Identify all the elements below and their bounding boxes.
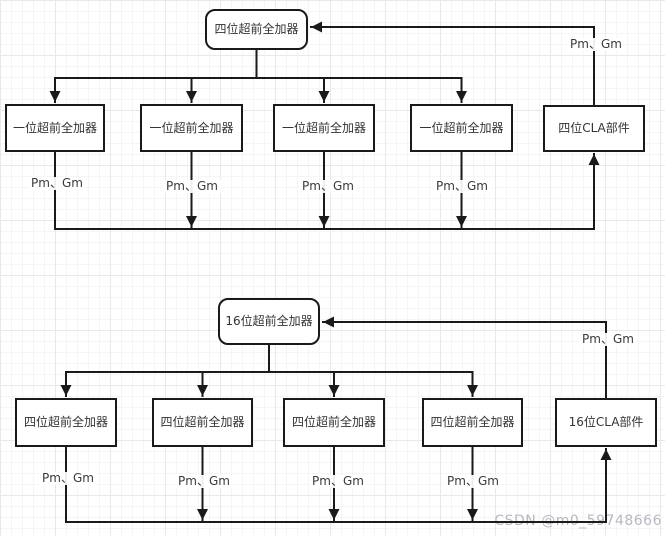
node-1bit-adder-3: 一位超前全加器	[273, 104, 375, 152]
node-16bit-adder-parent: 16位超前全加器	[218, 298, 320, 345]
node-4bit-adder-1: 四位超前全加器	[15, 398, 117, 447]
node-label: 一位超前全加器	[419, 120, 504, 135]
node-label: 四位超前全加器	[23, 415, 108, 430]
edge-label-pm-gm: Pm、Gm	[299, 180, 357, 193]
node-label: 四位超前全加器	[430, 415, 515, 430]
edge-label-pm-gm: Pm、Gm	[163, 180, 221, 193]
edge-label-pm-gm: Pm、Gm	[309, 475, 367, 488]
edge-label-pm-gm: Pm、Gm	[28, 177, 86, 190]
node-1bit-adder-1: 一位超前全加器	[5, 104, 105, 152]
edge-label-pm-gm: Pm、Gm	[175, 475, 233, 488]
node-label: 四位超前全加器	[160, 415, 245, 430]
node-1bit-adder-4: 一位超前全加器	[410, 104, 513, 152]
node-label: 一位超前全加器	[12, 120, 97, 135]
node-4bit-adder-4: 四位超前全加器	[422, 398, 523, 447]
edge-label-pm-gm: Pm、Gm	[433, 180, 491, 193]
node-4bit-cla: 四位CLA部件	[543, 105, 645, 152]
node-label: 16位CLA部件	[568, 415, 644, 430]
node-1bit-adder-2: 一位超前全加器	[140, 104, 243, 152]
node-16bit-cla: 16位CLA部件	[555, 398, 657, 447]
node-4bit-adder-parent: 四位超前全加器	[205, 9, 308, 50]
node-label: 一位超前全加器	[281, 120, 366, 135]
node-label: 四位超前全加器	[291, 415, 376, 430]
node-label: 四位CLA部件	[558, 121, 630, 136]
edge-label-pm-gm: Pm、Gm	[579, 333, 637, 346]
section1-distribution-wires	[49, 49, 467, 103]
section1-feedback-wire	[310, 21, 595, 106]
node-label: 四位超前全加器	[214, 22, 299, 37]
section2-distribution-wires	[60, 344, 478, 397]
node-label: 一位超前全加器	[149, 120, 234, 135]
node-4bit-adder-3: 四位超前全加器	[283, 398, 385, 447]
node-4bit-adder-2: 四位超前全加器	[152, 398, 253, 447]
section2-feedback-wire	[322, 316, 607, 399]
edge-label-pm-gm: Pm、Gm	[39, 472, 97, 485]
edge-label-pm-gm: Pm、Gm	[444, 475, 502, 488]
node-label: 16位超前全加器	[225, 314, 313, 329]
edge-label-pm-gm: Pm、Gm	[567, 38, 625, 51]
